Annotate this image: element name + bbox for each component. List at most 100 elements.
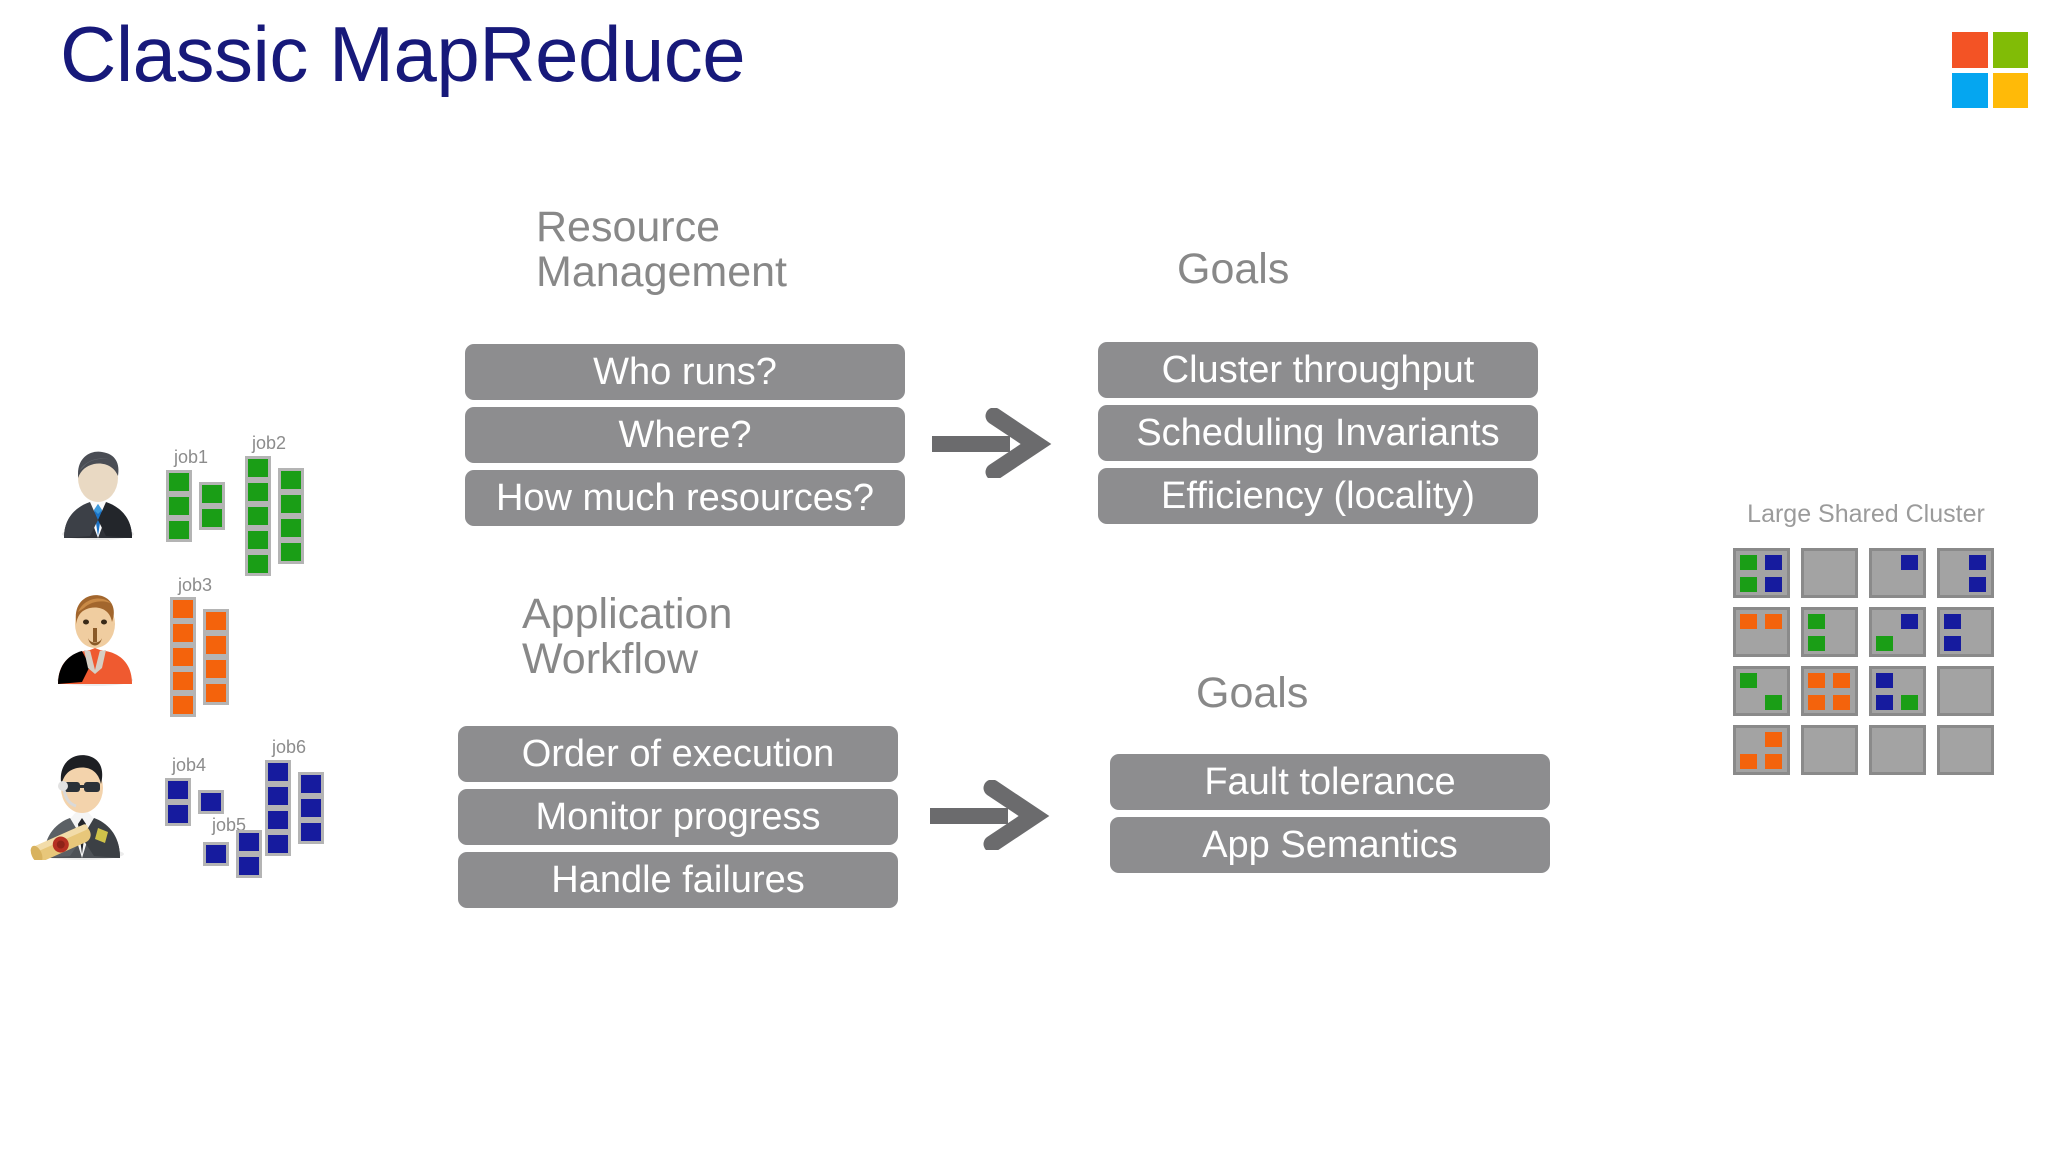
cluster-task-slot <box>1765 732 1782 747</box>
task-block <box>278 540 304 564</box>
job-label: job6 <box>272 737 307 757</box>
logo-square-green <box>1992 32 2028 68</box>
pill-fault-tolerance[interactable]: Fault tolerance <box>1110 754 1550 810</box>
developer-user-avatar <box>57 595 133 686</box>
cluster-task-slot <box>1944 636 1961 651</box>
pill-handle-failures[interactable]: Handle failures <box>458 852 898 908</box>
task-block <box>236 830 262 854</box>
cluster-machine <box>1801 548 1858 598</box>
task-block <box>265 808 291 832</box>
task-block <box>278 516 304 540</box>
pill-order-of-execution[interactable]: Order of execution <box>458 726 898 782</box>
cluster-machine <box>1937 725 1994 775</box>
task-block <box>298 820 324 844</box>
logo-square-yellow <box>1992 72 2028 108</box>
page-title: Classic MapReduce <box>60 10 746 98</box>
cluster-task-slot <box>1876 636 1893 651</box>
cluster-machine <box>1733 725 1790 775</box>
cluster-task-slot <box>1808 614 1825 629</box>
cluster-task-slot <box>1740 577 1757 592</box>
pill-cluster-throughput[interactable]: Cluster throughput <box>1098 342 1538 398</box>
logo-square-orange <box>1952 32 1988 68</box>
heading-goals-workflow: Goals <box>1196 669 1309 717</box>
pill-how-much-resources[interactable]: How much resources? <box>465 470 905 526</box>
task-block <box>199 506 225 530</box>
agent-user-avatar <box>30 755 124 860</box>
task-block <box>170 669 196 693</box>
arrow-right-icon <box>930 780 1050 850</box>
job-label: job1 <box>174 447 209 467</box>
cluster-machine <box>1869 666 1926 716</box>
task-block <box>278 468 304 492</box>
heading-application-workflow: Application Workflow <box>522 590 733 684</box>
task-block <box>245 456 271 480</box>
job-label: job3 <box>178 575 213 595</box>
task-block <box>170 693 196 717</box>
task-block <box>265 760 291 784</box>
cluster-task-slot <box>1740 614 1757 629</box>
cluster-task-slot <box>1833 673 1850 688</box>
pill-where[interactable]: Where? <box>465 407 905 463</box>
cluster-task-slot <box>1901 695 1918 710</box>
heading-resource-management: Resource Management <box>536 203 787 297</box>
cluster-machine <box>1733 607 1790 657</box>
task-block <box>265 832 291 856</box>
task-block <box>198 790 224 814</box>
cluster-task-slot <box>1765 614 1782 629</box>
cluster-task-slot <box>1765 577 1782 592</box>
pill-app-semantics[interactable]: App Semantics <box>1110 817 1550 873</box>
business-user-avatar <box>62 451 134 540</box>
cluster-task-slot <box>1876 695 1893 710</box>
cluster-label: Large Shared Cluster <box>1747 500 1985 528</box>
task-block <box>203 633 229 657</box>
task-block <box>203 657 229 681</box>
cluster-machine <box>1733 548 1790 598</box>
cluster-task-slot <box>1969 555 1986 570</box>
heading-goals-resource: Goals <box>1177 245 1290 293</box>
cluster-task-slot <box>1765 695 1782 710</box>
task-block <box>170 645 196 669</box>
cluster-task-slot <box>1808 695 1825 710</box>
cluster-machine <box>1733 666 1790 716</box>
resource-management-items: Who runs? Where? How much resources? <box>465 344 905 526</box>
cluster-machine <box>1801 725 1858 775</box>
task-block <box>170 597 196 621</box>
pill-who-runs[interactable]: Who runs? <box>465 344 905 400</box>
cluster-machine <box>1937 548 1994 598</box>
task-block <box>265 784 291 808</box>
cluster-task-slot <box>1808 673 1825 688</box>
task-block <box>245 552 271 576</box>
microsoft-logo <box>1952 32 2028 108</box>
cluster-grid <box>1733 548 1994 775</box>
cluster-task-slot <box>1765 754 1782 769</box>
pill-scheduling-invariants[interactable]: Scheduling Invariants <box>1098 405 1538 461</box>
cluster-machine <box>1869 607 1926 657</box>
task-block <box>203 609 229 633</box>
cluster-task-slot <box>1876 673 1893 688</box>
cluster-task-slot <box>1740 754 1757 769</box>
cluster-machine <box>1869 725 1926 775</box>
task-block <box>245 480 271 504</box>
cluster-task-slot <box>1833 695 1850 710</box>
cluster-machine <box>1937 666 1994 716</box>
pill-monitor-progress[interactable]: Monitor progress <box>458 789 898 845</box>
task-block <box>245 504 271 528</box>
job-label: job2 <box>252 433 287 453</box>
task-block <box>203 842 229 866</box>
task-block <box>199 482 225 506</box>
logo-square-blue <box>1952 72 1988 108</box>
cluster-task-slot <box>1765 555 1782 570</box>
pill-efficiency-locality[interactable]: Efficiency (locality) <box>1098 468 1538 524</box>
task-block <box>166 518 192 542</box>
cluster-task-slot <box>1740 673 1757 688</box>
goals-resource-items: Cluster throughput Scheduling Invariants… <box>1098 342 1538 524</box>
task-block <box>298 796 324 820</box>
cluster-machine <box>1801 666 1858 716</box>
job-label: job4 <box>172 755 207 775</box>
cluster-machine <box>1869 548 1926 598</box>
cluster-task-slot <box>1808 636 1825 651</box>
task-block <box>165 778 191 802</box>
cluster-task-slot <box>1944 614 1961 629</box>
task-block <box>245 528 271 552</box>
